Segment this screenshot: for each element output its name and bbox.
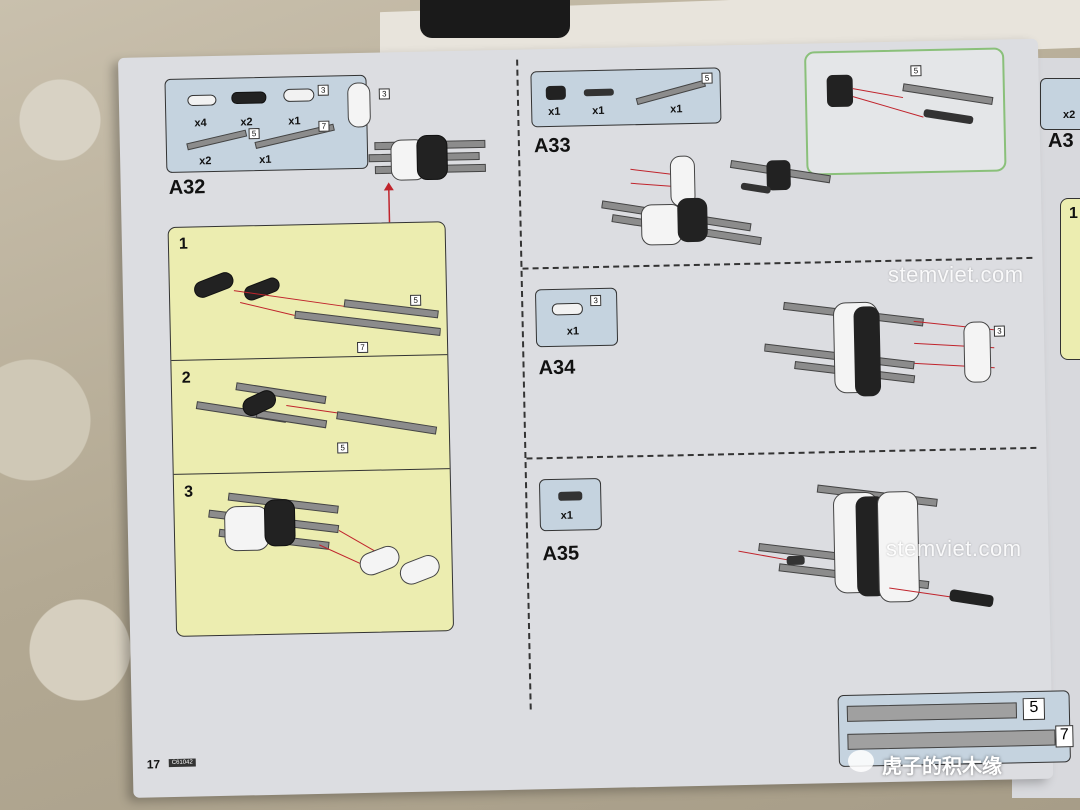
- instruction-page: x4 x2 x1 x2 x1 3 5 7 A32 3 1 5 7: [118, 38, 1074, 798]
- a33-label: A33: [533, 134, 571, 158]
- next-parts-qty: x2: [1063, 109, 1076, 121]
- next-parts-box: x2: [1040, 78, 1080, 130]
- axle-scale-5: [846, 702, 1018, 722]
- a33-callout-svg: [826, 74, 994, 124]
- a33-qty-3: x1: [670, 103, 683, 116]
- a32-parts-box: x4 x2 x1 x2 x1 3 5 7: [164, 74, 369, 174]
- axle-scale-label-7: 7: [1055, 725, 1074, 748]
- substep-1-size-5: 5: [410, 294, 422, 306]
- substep-2-illustration: [195, 382, 438, 435]
- a32-parts-svg: [186, 88, 335, 151]
- a34-result-size: 3: [993, 325, 1006, 337]
- a32-qty-3: x1: [288, 115, 301, 128]
- axle-scale-label-5: 5: [1022, 697, 1046, 721]
- a32-qty-5: x1: [259, 153, 272, 167]
- a32-substeps-panel: 1 5 7 2 5 3: [167, 221, 455, 637]
- a33-assembly: [601, 155, 831, 246]
- a35-parts-svg: [558, 491, 583, 501]
- page-number: 17: [146, 757, 161, 772]
- substep-1-size-7: 7: [357, 341, 369, 354]
- column-divider: [516, 59, 532, 710]
- a33-parts-box: x1 x1 x1 5: [530, 67, 722, 128]
- a33-parts-svg: [545, 79, 707, 106]
- account-name: 虎子的积木缘: [882, 754, 1002, 778]
- a33-detail-callout: 5: [804, 47, 1007, 176]
- a34-assembly: [763, 301, 995, 397]
- a33-qty-2: x1: [592, 104, 605, 118]
- wechat-icon: [848, 750, 874, 772]
- a34-parts-svg: [551, 302, 583, 316]
- substep-1-illustration: [194, 272, 442, 337]
- a32-label: A32: [168, 176, 206, 199]
- substep-3-illustration: [208, 492, 440, 585]
- next-yellow-panel: 1: [1060, 198, 1080, 360]
- catalog-code: C61042: [168, 758, 196, 768]
- a34-qty-1: x1: [566, 325, 580, 338]
- a32-size-3: 3: [317, 84, 329, 96]
- a32-size-7: 7: [318, 120, 330, 132]
- a32-result-model: [347, 82, 486, 181]
- a33-size-5: 5: [701, 72, 713, 84]
- axle-scale-7: [847, 729, 1056, 750]
- row-divider-2: [526, 446, 1037, 460]
- substep-separator-1: [171, 354, 448, 361]
- a32-qty-2: x2: [240, 116, 253, 129]
- a32-arrow-up: [383, 182, 394, 223]
- a32-size-5: 5: [248, 128, 260, 140]
- a32-qty-4: x2: [199, 155, 212, 168]
- a35-qty-1: x1: [560, 509, 574, 522]
- a32-result-size: 3: [378, 88, 390, 100]
- watermark-1: stemviet.com: [888, 262, 1024, 287]
- a32-qty-1: x4: [194, 117, 207, 130]
- watermark-2: stemviet.com: [886, 536, 1022, 561]
- a35-label: A35: [542, 542, 580, 566]
- a35-assembly: [738, 484, 994, 607]
- a34-size-3: 3: [590, 294, 602, 307]
- device-photo: [420, 0, 570, 38]
- a34-label: A34: [538, 356, 576, 380]
- a33-callout-size: 5: [910, 65, 922, 77]
- a35-parts-box: x1: [538, 477, 602, 532]
- substep-2-size-5: 5: [337, 442, 349, 454]
- next-substep-num: 1: [1069, 205, 1078, 222]
- a33-qty-1: x1: [548, 105, 561, 119]
- next-step-label: A3: [1048, 130, 1074, 152]
- a34-parts-box: x1 3: [534, 287, 619, 348]
